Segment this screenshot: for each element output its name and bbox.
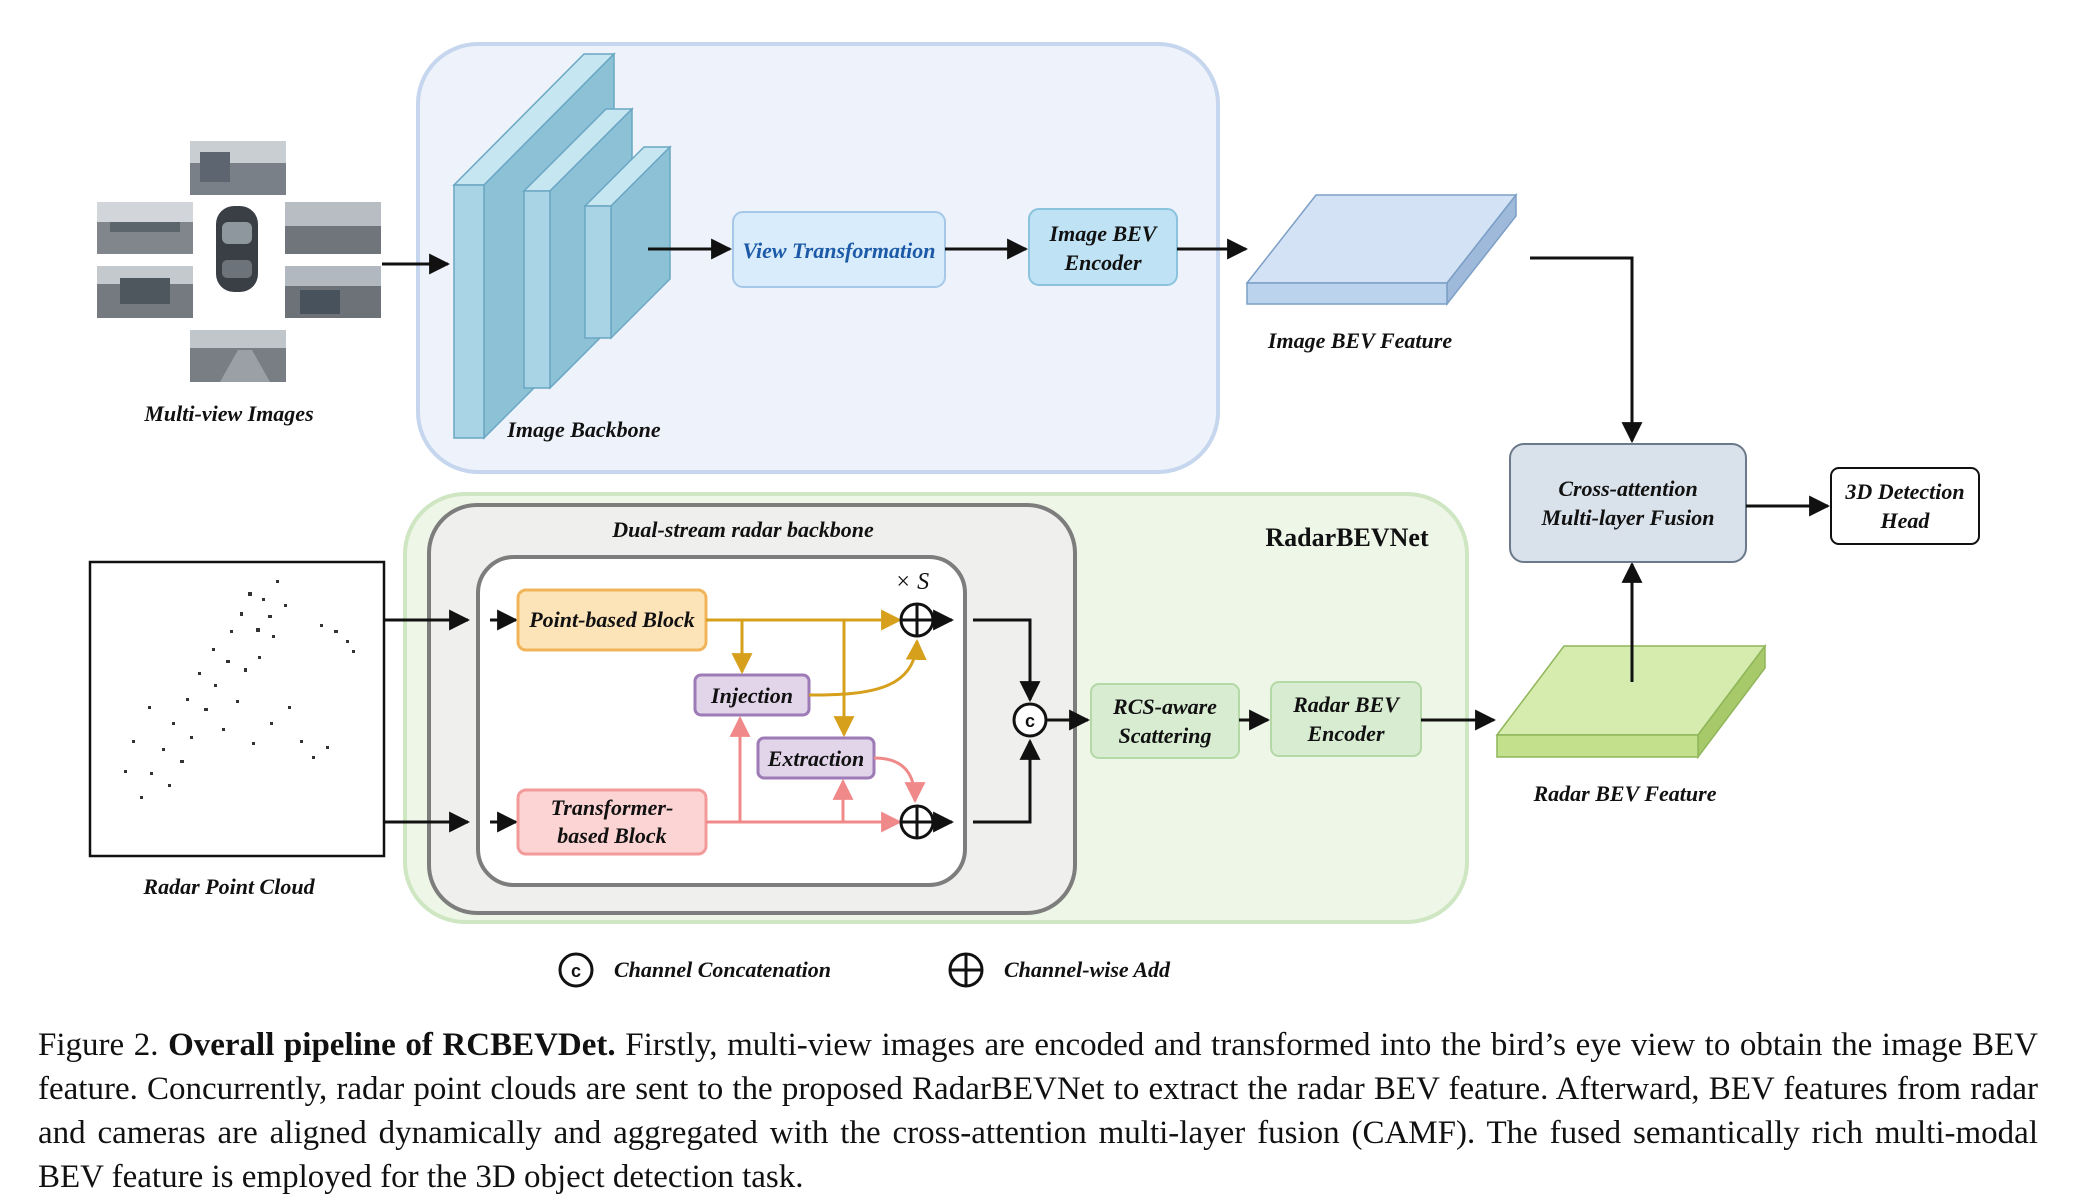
multi-view-images xyxy=(97,141,381,382)
image-bev-encoder-line1: Image BEV xyxy=(1049,221,1159,246)
radar-point-cloud-label: Radar Point Cloud xyxy=(142,874,315,899)
image-bev-encoder-box xyxy=(1028,208,1178,286)
channel-concat: c xyxy=(1012,702,1048,738)
arrow-bottom-to-concat xyxy=(973,738,1041,824)
radar-bev-feature-label: Radar BEV Feature xyxy=(1533,781,1717,806)
caption-title: Overall pipeline of RCBEVDet. xyxy=(168,1027,616,1063)
transformer-stream-arrows xyxy=(706,715,926,833)
image-bev-feature-label: Image BEV Feature xyxy=(1267,328,1452,353)
figure-caption: Figure 2. Overall pipeline of RCBEVDet. … xyxy=(38,1023,2038,1199)
transformer-block-line2: based Block xyxy=(557,823,666,848)
radar-encoder-line2: Encoder xyxy=(1307,721,1385,746)
ego-car-icon xyxy=(216,206,258,292)
camf-line1: Cross-attention xyxy=(1558,476,1697,501)
point-based-block-label: Point-based Block xyxy=(528,607,695,632)
pipeline-diagram: Multi-view Images Image Backbone View Tr… xyxy=(88,42,1980,988)
caption-figure-number: Figure 2. xyxy=(38,1027,159,1063)
detection-head-box xyxy=(1830,467,1980,545)
radar-bev-feature-slab xyxy=(1495,643,1767,760)
channel-add-bottom xyxy=(899,804,935,840)
camf-box xyxy=(1509,443,1747,563)
legend-concat-symbol: c xyxy=(571,961,581,981)
caption-body: Firstly, multi-view images are encoded a… xyxy=(38,1027,2039,1195)
detection-head-line2: Head xyxy=(1880,508,1931,533)
transformer-block-line1: Transformer- xyxy=(551,795,674,820)
injection-label: Injection xyxy=(710,683,793,708)
legend-concat: c xyxy=(558,952,594,988)
legend-add xyxy=(948,952,984,988)
radarbevnet-title: RadarBEVNet xyxy=(1265,523,1429,552)
rcs-line2: Scattering xyxy=(1119,723,1212,748)
detection-head-line1: 3D Detection xyxy=(1844,479,1964,504)
rcs-line1: RCS-aware xyxy=(1112,694,1217,719)
legend-concat-label: Channel Concatenation xyxy=(614,957,831,982)
repeat-s-label: × S xyxy=(895,569,929,595)
image-bev-feature-slab xyxy=(1245,192,1518,307)
radar-points xyxy=(124,580,355,799)
radar-encoder-line1: Radar BEV xyxy=(1292,692,1401,717)
point-stream-arrows xyxy=(706,609,927,738)
channel-add-top xyxy=(899,602,935,638)
view-transformation-label: View Transformation xyxy=(743,238,936,263)
arrow-top-to-concat xyxy=(973,618,1041,703)
radar-point-cloud-image xyxy=(88,560,386,858)
arrow-image-feature-to-camf xyxy=(1530,256,1643,444)
dual-stream-backbone-title: Dual-stream radar backbone xyxy=(611,517,874,542)
concat-symbol: c xyxy=(1025,711,1035,731)
image-backbone-label: Image Backbone xyxy=(506,417,661,442)
image-bev-encoder-line2: Encoder xyxy=(1064,250,1142,275)
image-backbone-layers xyxy=(452,52,672,440)
camf-line2: Multi-layer Fusion xyxy=(1541,505,1715,530)
multi-view-images-label: Multi-view Images xyxy=(143,401,313,426)
extraction-label: Extraction xyxy=(767,746,865,771)
legend-add-label: Channel-wise Add xyxy=(1004,957,1171,982)
